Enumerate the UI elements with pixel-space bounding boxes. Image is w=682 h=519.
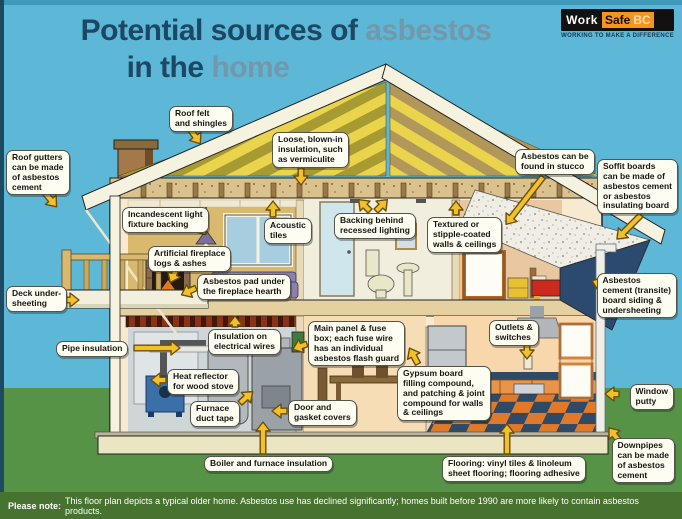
attic-vermiculite [109,177,603,199]
title-line1: Potential sources of asbestos [16,12,556,49]
basement-joists [125,315,305,328]
callout-soffit-boards: Soffit boards can be made of asbestos ce… [597,159,678,215]
title-line1-dark: Potential sources of [80,14,358,47]
callout-artificial-fireplace: Artificial fireplace logs & ashes [148,246,232,272]
callout-door-gasket-covers: Door and gasket covers [288,400,357,426]
footer-note: Please note: This floor plan depicts a t… [0,492,682,519]
callout-deck-undersheeting: Deck under- sheeting [6,286,68,312]
footer-note-label: Please note: [8,500,62,511]
toilet [365,249,395,299]
logo-tagline: WORKING TO MAKE A DIFFERENCE [561,33,674,39]
callout-gypsum-board: Gypsum board filling compound, and patch… [397,366,491,422]
callout-backing-recessed-lighting: Backing behind recessed lighting [334,213,416,239]
page-title: Potential sources of asbestos in the hom… [16,12,556,86]
dresser [507,277,529,299]
callout-textured-stipple: Textured or stipple-coated walls & ceili… [427,217,503,253]
corner-board [109,195,121,437]
recessed-light [416,199,426,203]
callout-window-putty: Window putty [629,384,674,410]
callout-pipe-insulation: Pipe insulation [56,341,129,357]
callout-roof-gutters: Roof gutters can be made of asbestos cem… [6,150,70,196]
callout-boiler-furnace-insulation: Boiler and furnace insulation [204,456,334,472]
footer-note-text: This floor plan depicts a typical older … [65,495,639,516]
callout-acoustic-tiles: Acoustic tiles [264,218,312,244]
callout-incandescent-light: Incandescent light fixture backing [122,207,209,233]
logo-safe: Safe [604,13,631,27]
wall-outlet [523,355,533,370]
callout-loose-insulation: Loose, blown-in insulation, such as verm… [272,132,349,168]
bedroom-window-frame [462,250,506,300]
callout-insulation-electrical-wires: Insulation on electrical wires [208,329,281,355]
logo-bc: BC [633,13,651,27]
callout-stucco: Asbestos can be found in stucco [515,149,595,175]
bathroom-sink [396,262,420,297]
gutter-line [84,209,180,337]
top-edge-strip [0,0,682,5]
title-line2-dark: in the [126,51,205,84]
left-edge-strip [0,0,4,519]
callout-transite-siding: Asbestos cement (transite) board siding … [596,273,677,319]
logo-work: Work [566,13,598,27]
callout-roof-felt-shingles: Roof felt and shingles [169,106,233,132]
title-line2: in the home [0,49,478,86]
stove-pipe [160,340,206,347]
callout-furnace-duct-tape: Furnace duct tape [190,401,240,427]
callout-heat-reflector: Heat reflector for wood stove [167,369,240,395]
callout-flooring: Flooring: vinyl tiles & linoleum sheet f… [442,456,586,482]
title-line2-accent: home [211,51,290,84]
recessed-light [350,199,360,203]
kitchen-windows [558,322,594,400]
insulated-pipe [149,345,213,353]
callout-outlets-switches: Outlets & switches [489,320,539,346]
callout-main-panel-fuse-box: Main panel & fuse box; each fuse wire ha… [308,321,406,367]
acoustic-ceiling [127,199,297,208]
callout-downpipes: Downpipes can be made of asbestos cement [611,438,675,484]
callout-asbestos-pad: Asbestos pad under the fireplace hearth [197,274,291,300]
fuse-panel [291,331,305,353]
title-line1-accent: asbestos [365,14,492,47]
foundation [94,431,612,455]
